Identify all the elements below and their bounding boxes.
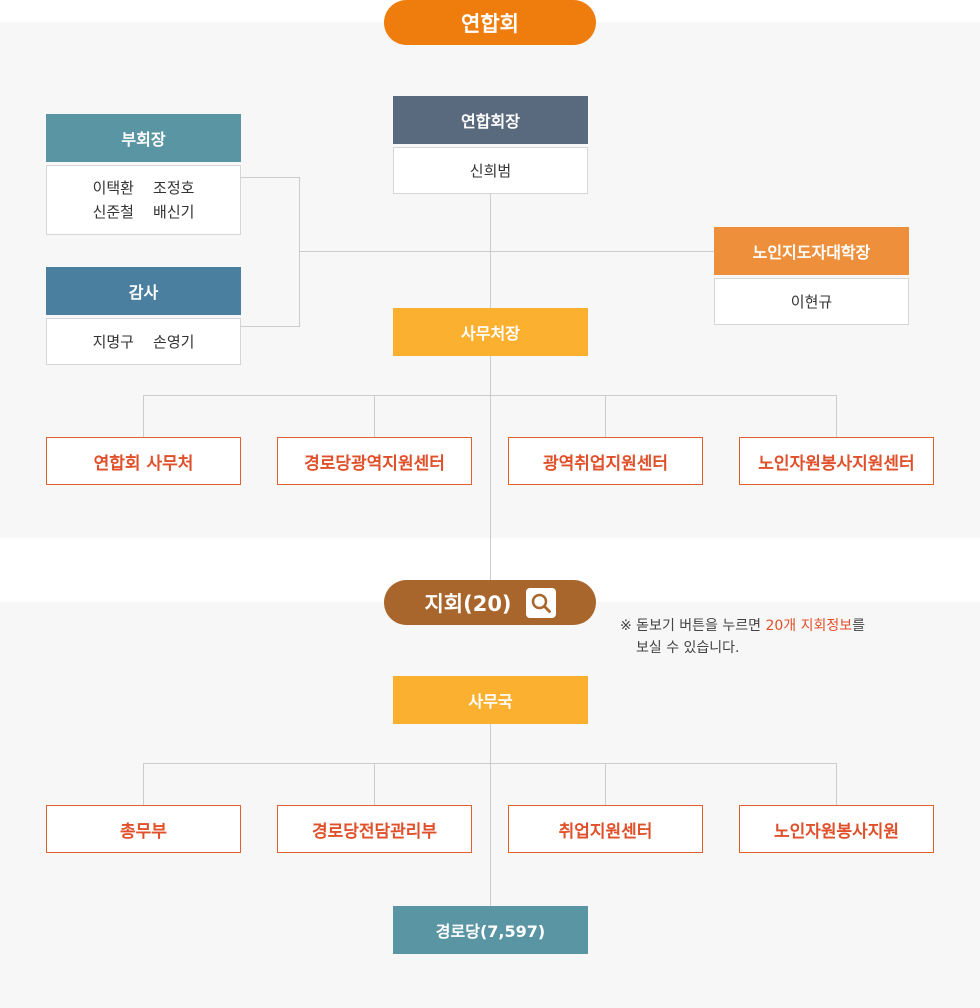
elderly-univ-head: 노인지도자대학장 [714, 227, 909, 275]
note-prefix: ※ 돋보기 버튼을 누르면 [620, 618, 766, 634]
dept-senior-center-support[interactable]: 경로당광역지원센터 [277, 437, 472, 485]
union-title-pill: 연합회 [384, 0, 596, 45]
connector-auditor-branch [241, 326, 300, 327]
auditor-body: 지명구 손영기 [46, 318, 241, 365]
dept-volunteer-support-label: 노인자원봉사지원센터 [758, 453, 915, 474]
dept-union-office[interactable]: 연합회 사무처 [46, 437, 241, 485]
connector-bottom-dept-1 [143, 763, 144, 805]
chairman-title: 연합회장 [461, 112, 520, 131]
dept-employment-support-label: 광역취업지원센터 [542, 453, 669, 474]
vice-chairman-body: 이택환 조정호 신준철 배신기 [46, 165, 241, 235]
connector-top-dept-1 [143, 395, 144, 437]
branch-title: 지회(20) [424, 591, 512, 616]
dept-volunteer-support[interactable]: 노인자원봉사지원센터 [739, 437, 934, 485]
note-highlight: 20개 지회정보 [765, 618, 853, 634]
elderly-univ-title: 노인지도자대학장 [752, 243, 871, 262]
dept-employment-center-label: 취업지원센터 [558, 821, 653, 842]
connector-bottom-dept-4 [836, 763, 837, 805]
connector-cross-horizontal [300, 251, 714, 252]
branch-search-button[interactable] [525, 587, 556, 618]
secretary-general-title: 사무처장 [461, 324, 520, 343]
connector-side-vertical [299, 177, 300, 327]
branch-search-note: ※ 돋보기 버튼을 누르면 20개 지회정보를 보실 수 있습니다. [620, 615, 920, 659]
chairman-body: 신희범 [393, 147, 588, 194]
elderly-univ-body: 이현규 [714, 278, 909, 325]
chairman-head: 연합회장 [393, 96, 588, 144]
dept-employment-support[interactable]: 광역취업지원센터 [508, 437, 703, 485]
auditor-head: 감사 [46, 267, 241, 315]
dept-senior-center-management[interactable]: 경로당전담관리부 [277, 805, 472, 853]
connector-top-dept-bar [143, 395, 837, 396]
branch-title-pill: 지회(20) [384, 580, 596, 625]
note-line-2: 보실 수 있습니다. [636, 640, 740, 656]
dept-senior-center-management-label: 경로당전담관리부 [311, 821, 438, 842]
connector-vice-branch [241, 177, 300, 178]
connector-bottom-vertical [490, 723, 491, 906]
union-title: 연합회 [461, 11, 519, 36]
auditor-title: 감사 [128, 283, 159, 302]
chairman-name: 신희범 [469, 161, 512, 180]
senior-center-head: 경로당(7,597) [393, 906, 588, 954]
vice-chairman-names-1: 이택환 조정호 [92, 179, 195, 197]
secretariat-title: 사무국 [468, 692, 513, 711]
auditor-names: 지명구 손영기 [92, 332, 195, 351]
dept-senior-center-support-label: 경로당광역지원센터 [304, 453, 445, 474]
secretary-general-head: 사무처장 [393, 308, 588, 356]
senior-center-title: 경로당(7,597) [435, 922, 546, 941]
dept-general-affairs[interactable]: 총무부 [46, 805, 241, 853]
connector-top-dept-4 [836, 395, 837, 437]
connector-top-dept-3 [605, 395, 606, 437]
vice-chairman-names-2: 신준철 배신기 [92, 203, 195, 221]
magnifier-icon [531, 593, 551, 613]
connector-main-vertical [490, 193, 491, 580]
connector-bottom-dept-bar [143, 763, 837, 764]
vice-chairman-title: 부회장 [121, 130, 166, 149]
connector-bottom-dept-2 [374, 763, 375, 805]
vice-chairman-head: 부회장 [46, 114, 241, 162]
elderly-univ-name: 이현규 [790, 292, 833, 311]
connector-top-dept-2 [374, 395, 375, 437]
connector-bottom-dept-3 [605, 763, 606, 805]
note-suffix: 를 [852, 618, 866, 634]
dept-general-affairs-label: 총무부 [120, 821, 167, 842]
secretariat-head: 사무국 [393, 676, 588, 724]
dept-volunteer[interactable]: 노인자원봉사지원 [739, 805, 934, 853]
dept-volunteer-label: 노인자원봉사지원 [773, 821, 900, 842]
note-line-1: ※ 돋보기 버튼을 누르면 20개 지회정보를 [620, 615, 920, 637]
dept-union-office-label: 연합회 사무처 [93, 453, 194, 474]
dept-employment-center[interactable]: 취업지원센터 [508, 805, 703, 853]
